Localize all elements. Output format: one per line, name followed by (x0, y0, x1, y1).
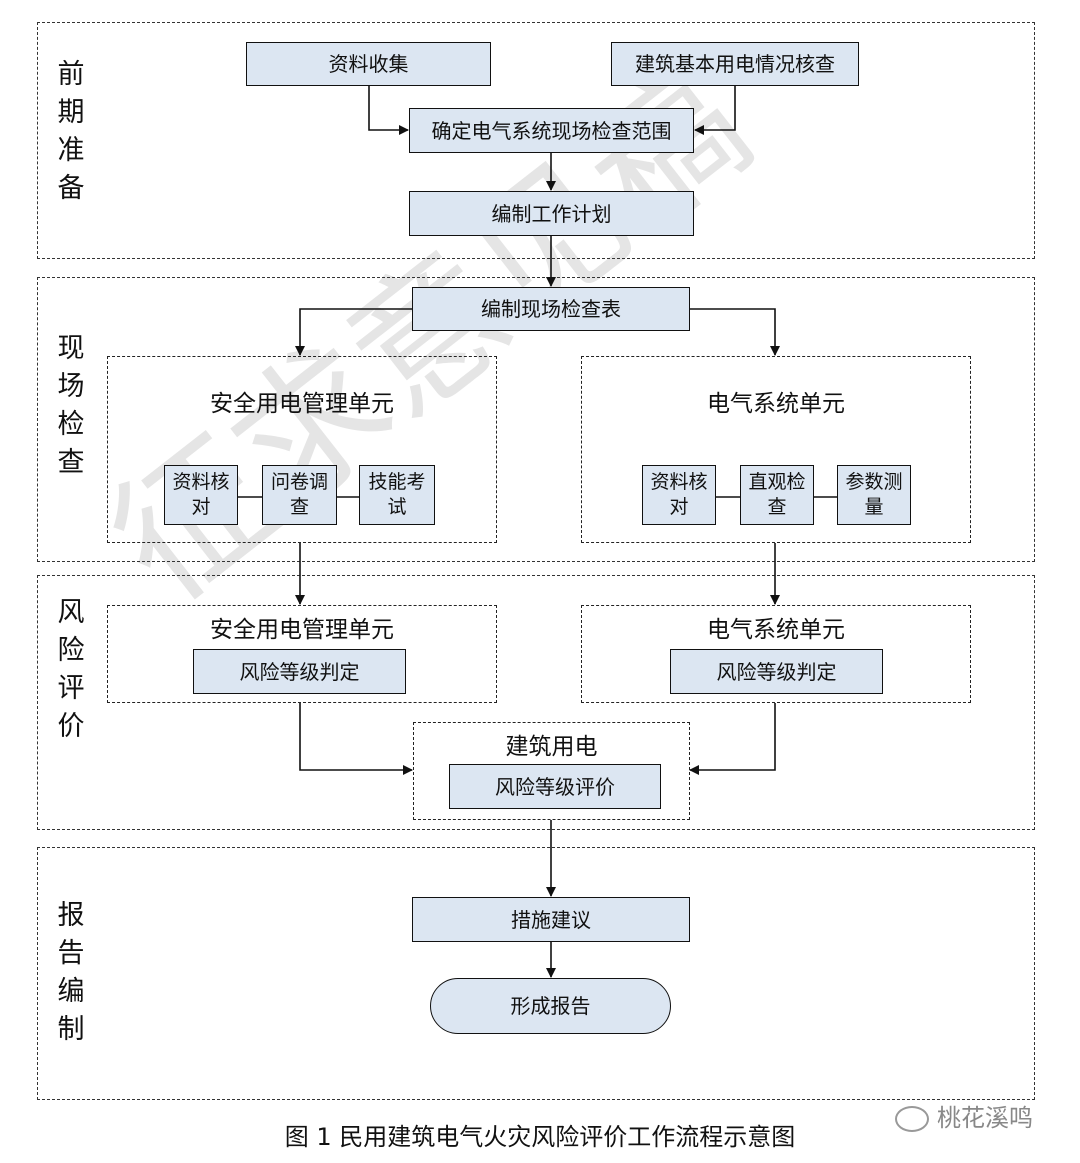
unit-safety-management-site (107, 356, 497, 543)
box-safety-risk-level: 风险等级判定 (193, 649, 406, 694)
unit-title-building-power: 建筑用电 (505, 734, 598, 760)
phase-site (37, 277, 1035, 562)
box-electrical-item-2: 直观检查 (740, 465, 814, 525)
phase-label-report: 报告编制 (57, 900, 85, 1045)
unit-electrical-system-risk (581, 605, 971, 703)
figure-caption: 图 1 民用建筑电气火灾风险评价工作流程示意图 (284, 1123, 796, 1151)
box-inspection-scope: 确定电气系统现场检查范围 (409, 108, 694, 153)
box-electrical-item-3: 参数测量 (837, 465, 911, 525)
phase-risk (37, 575, 1035, 830)
unit-title-safety-site: 安全用电管理单元 (210, 391, 394, 417)
box-collect-materials: 资料收集 (246, 42, 491, 86)
box-power-check: 建筑基本用电情况核查 (611, 42, 859, 86)
unit-title-safety-risk: 安全用电管理单元 (210, 617, 394, 643)
box-measures: 措施建议 (412, 897, 690, 942)
wechat-account: 桃花溪鸣 (895, 1098, 1033, 1133)
box-final-report: 形成报告 (430, 978, 671, 1034)
unit-title-electrical-risk: 电气系统单元 (707, 617, 845, 643)
wechat-label: 桃花溪鸣 (937, 1104, 1033, 1132)
box-electrical-item-1: 资料核对 (642, 465, 716, 525)
box-safety-item-2: 问卷调查 (262, 465, 337, 525)
box-electrical-risk-level: 风险等级判定 (670, 649, 883, 694)
unit-safety-management-risk (107, 605, 497, 703)
unit-electrical-system-site (581, 356, 971, 543)
phase-report (37, 847, 1035, 1100)
phase-label-site: 现场检查 (57, 333, 85, 478)
unit-title-electrical-site: 电气系统单元 (707, 391, 845, 417)
phase-label-prep: 前期准备 (57, 59, 85, 204)
phase-prep (37, 22, 1035, 259)
unit-building-power (413, 722, 690, 820)
wechat-icon (895, 1106, 929, 1132)
box-building-risk-evaluation: 风险等级评价 (449, 764, 661, 809)
box-checklist: 编制现场检查表 (412, 287, 690, 331)
box-safety-item-1: 资料核对 (164, 465, 238, 525)
box-safety-item-3: 技能考试 (359, 465, 435, 525)
box-work-plan: 编制工作计划 (409, 191, 694, 236)
phase-label-risk: 风险评价 (57, 597, 85, 742)
